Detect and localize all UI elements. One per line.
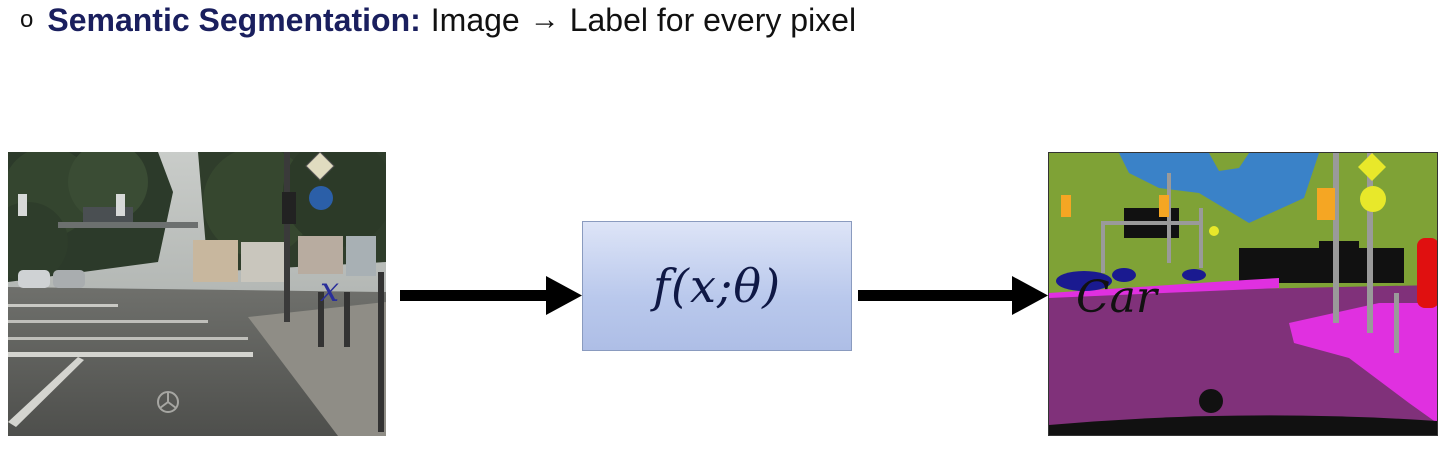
- segmentation-map: [1048, 152, 1438, 436]
- arrow-function-to-output: [858, 276, 1048, 315]
- street-photo-graphic: [8, 152, 386, 436]
- bullet-text-output: Label for every pixel: [569, 1, 857, 38]
- input-street-image: [8, 152, 386, 436]
- function-box: f(x;θ): [582, 221, 852, 351]
- arrow-input-to-function: [400, 276, 582, 315]
- bullet-marker: o: [20, 6, 34, 33]
- bullet-text-input: Image: [430, 1, 520, 38]
- input-label-x: x: [320, 270, 340, 310]
- bullet-heading: o Semantic Segmentation: Image → Label f…: [20, 0, 856, 40]
- segmentation-graphic: [1049, 153, 1437, 435]
- function-label: f(x;θ): [652, 259, 782, 313]
- output-label-car: Car: [1076, 272, 1157, 323]
- arrow-right-icon: →: [529, 3, 560, 36]
- bullet-term: Semantic Segmentation:: [47, 1, 421, 38]
